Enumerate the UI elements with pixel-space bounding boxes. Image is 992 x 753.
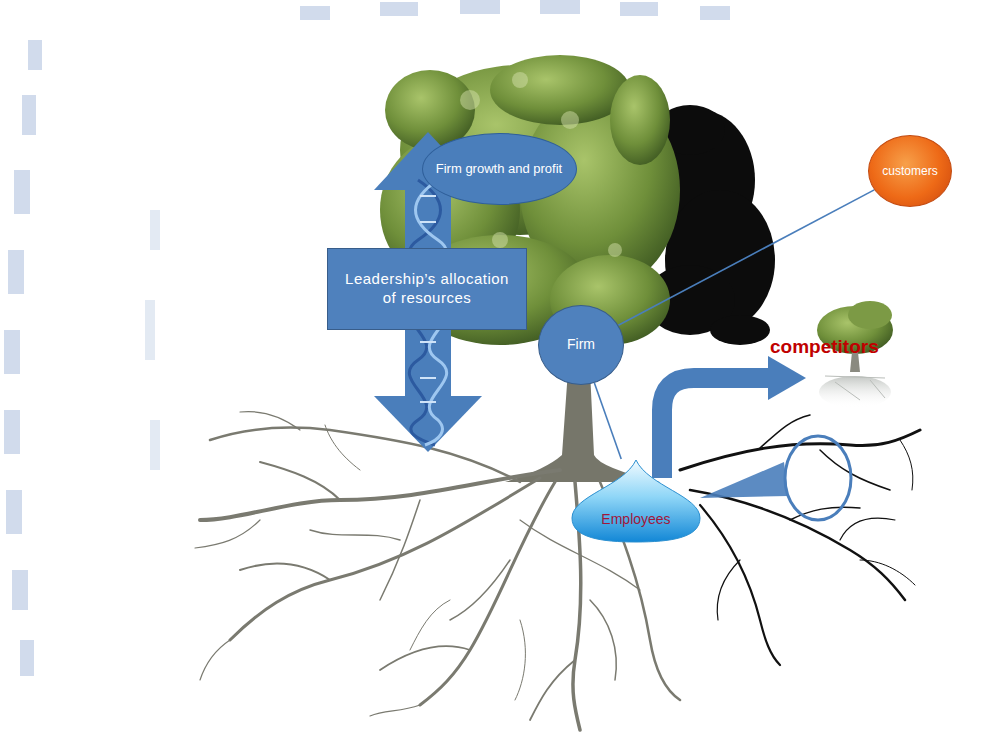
connector-line (594, 383, 621, 459)
customer-sun: customers (868, 135, 952, 207)
competitors-label: competitors (770, 336, 879, 358)
node-text: customers (882, 164, 937, 179)
node-text: Leadership’s allocation of resources (338, 270, 516, 308)
node-text: Employees (601, 511, 670, 529)
employee-drop: Employees (570, 458, 702, 544)
node-text: Firm growth and profit (436, 161, 562, 177)
firm-circle: Firm (538, 305, 624, 385)
connector-line (618, 190, 874, 325)
node-text: Firm (567, 336, 595, 354)
process-box: Leadership’s allocation of resources (327, 248, 527, 330)
drop-outline (570, 458, 702, 544)
goal-ellipse: Firm growth and profit (422, 133, 577, 205)
